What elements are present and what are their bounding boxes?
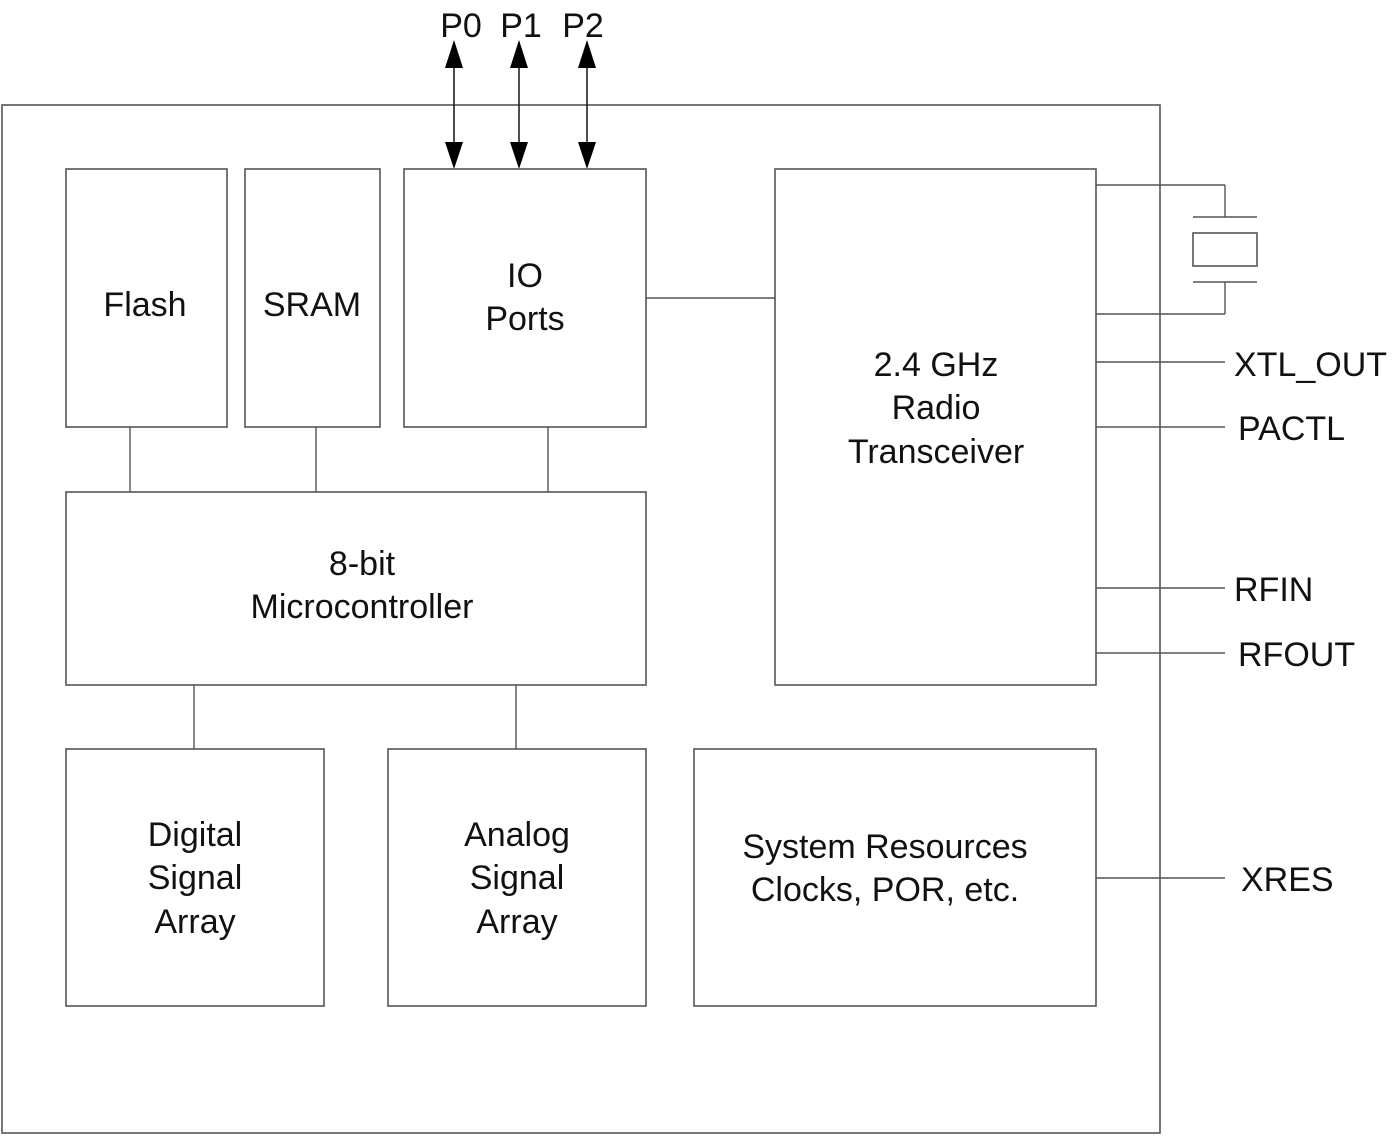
radio-label-line1: 2.4 GHz	[874, 346, 999, 384]
sram-label: SRAM	[263, 286, 361, 324]
system-resources-label-line1: System Resources	[742, 828, 1027, 866]
microcontroller-block: 8-bit Microcontroller	[65, 491, 647, 686]
microcontroller-label-line2: Microcontroller	[251, 588, 474, 626]
analog-label-line2: Signal	[470, 859, 565, 897]
system-resources-label-line2: Clocks, POR, etc.	[751, 871, 1019, 909]
radio-transceiver-block: 2.4 GHz Radio Transceiver	[774, 168, 1097, 686]
microcontroller-label-line1: 8-bit	[329, 545, 396, 583]
digital-label-line2: Signal	[148, 859, 243, 897]
io-ports-label-line2: Ports	[485, 300, 564, 338]
analog-label-line3: Array	[476, 903, 557, 941]
analog-label-line1: Analog	[464, 816, 570, 854]
digital-label-line3: Array	[154, 903, 235, 941]
digital-signal-array-block: Digital Signal Array	[65, 748, 325, 1007]
port-arrow-p1	[510, 40, 528, 169]
digital-label-line1: Digital	[148, 816, 242, 854]
radio-label-line2: Radio	[892, 389, 981, 427]
flash-block: Flash	[65, 168, 228, 428]
sram-block: SRAM	[244, 168, 381, 428]
pin-label-pactl: PACTL	[1238, 410, 1345, 448]
pin-label-rfout: RFOUT	[1238, 636, 1355, 674]
pin-label-rfin: RFIN	[1234, 571, 1313, 609]
pin-label-xtl-out: XTL_OUT	[1234, 346, 1387, 384]
port-label-p0: P0	[440, 7, 482, 45]
io-ports-block: IO Ports	[403, 168, 647, 428]
port-label-p1: P1	[500, 7, 542, 45]
crystal-oscillator-icon	[1192, 216, 1258, 283]
system-resources-block: System Resources Clocks, POR, etc.	[693, 748, 1097, 1007]
pin-label-xres: XRES	[1241, 861, 1334, 899]
io-ports-label-line1: IO	[507, 257, 543, 295]
port-arrow-p2	[578, 40, 596, 169]
flash-label: Flash	[103, 286, 186, 324]
port-arrows	[445, 40, 596, 169]
port-arrow-p0	[445, 40, 463, 169]
port-label-p2: P2	[562, 7, 604, 45]
interconnect-wires	[129, 184, 1226, 879]
radio-label-line3: Transceiver	[848, 433, 1024, 471]
analog-signal-array-block: Analog Signal Array	[387, 748, 647, 1007]
